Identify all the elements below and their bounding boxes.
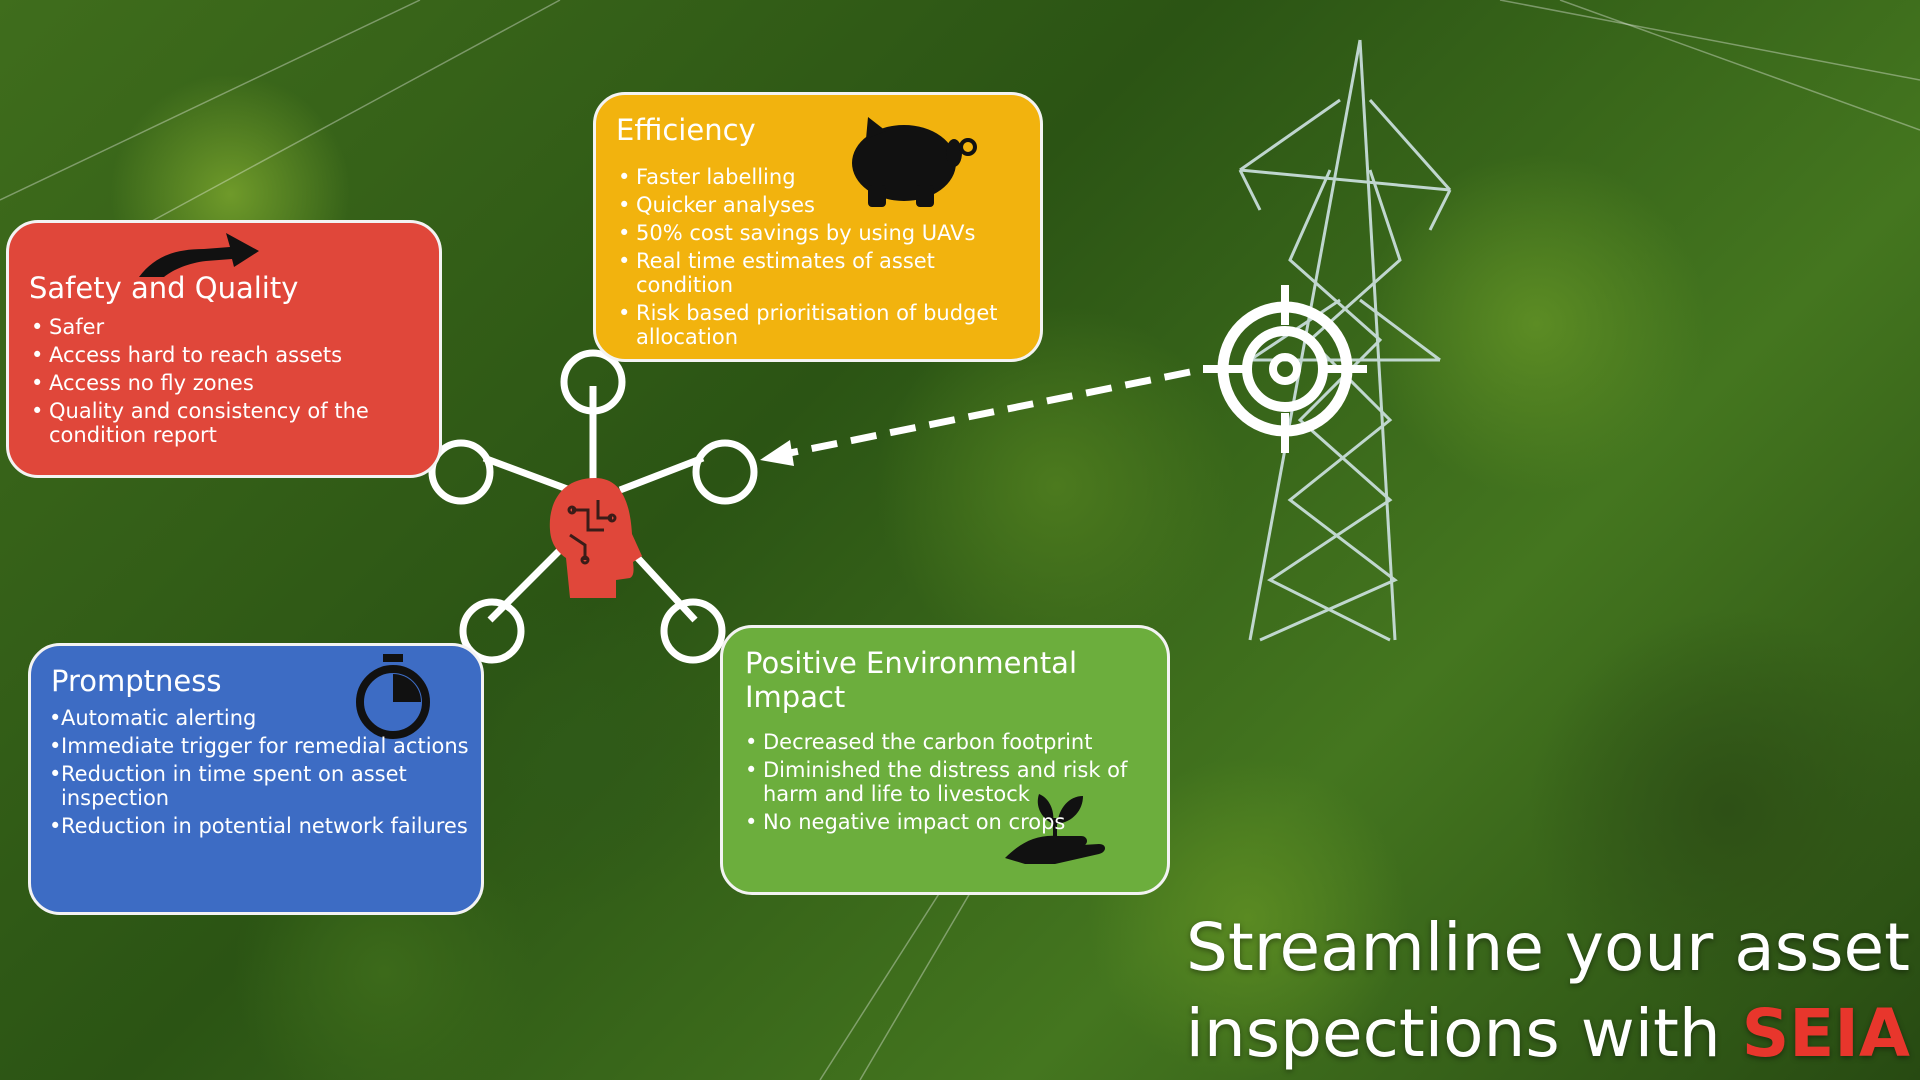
card-title: Promptness: [51, 664, 222, 698]
list-item: Diminished the distress and risk of harm…: [745, 758, 1155, 806]
card-list: Safer Access hard to reach assets Access…: [31, 311, 431, 447]
hand-icon: [139, 233, 259, 277]
list-item: No negative impact on crops: [745, 810, 1155, 834]
card-title: Safety and Quality: [29, 271, 299, 305]
node-circle: [428, 439, 494, 505]
list-item: Quality and consistency of the condition…: [31, 399, 431, 447]
node-circle: [692, 439, 758, 505]
card-list: Automatic alerting Immediate trigger for…: [49, 702, 479, 838]
list-item: Quicker analyses: [618, 193, 1028, 217]
list-item: Immediate trigger for remedial actions: [49, 734, 479, 758]
node-circle: [560, 349, 626, 415]
dashed-arrow: [760, 368, 1191, 466]
card-list: Faster labelling Quicker analyses 50% co…: [618, 161, 1028, 349]
tagline-text: inspections with: [1185, 995, 1721, 1072]
card-title: Positive Environmental Impact: [745, 646, 1078, 714]
node-circle: [660, 598, 726, 664]
promptness-card: Promptness Automatic alerting Immediate …: [28, 643, 484, 915]
list-item: Automatic alerting: [49, 706, 479, 730]
ai-head-icon: [549, 478, 642, 598]
network-hub: [428, 349, 758, 664]
list-item: Safer: [31, 315, 431, 339]
list-item: Real time estimates of asset condition: [618, 249, 1028, 297]
list-item: Reduction in time spent on asset inspect…: [49, 762, 479, 810]
crosshair-target-icon: [1203, 285, 1367, 453]
safety-quality-card: Safety and Quality Safer Access hard to …: [6, 220, 442, 478]
card-title: Efficiency: [616, 113, 756, 147]
node-circle: [459, 598, 525, 664]
list-item: Decreased the carbon footprint: [745, 730, 1155, 754]
power-pylon: [1238, 39, 1452, 642]
list-item: Access no fly zones: [31, 371, 431, 395]
list-item: Risk based prioritisation of budget allo…: [618, 301, 1028, 349]
list-item: Reduction in potential network failures: [49, 814, 479, 838]
card-list: Decreased the carbon footprint Diminishe…: [745, 726, 1155, 834]
list-item: 50% cost savings by using UAVs: [618, 221, 1028, 245]
tagline-line-1: Streamline your asset: [1186, 909, 1910, 986]
brand-name: SEIA: [1741, 995, 1910, 1072]
tagline: Streamline your asset inspections with S…: [1186, 905, 1910, 1077]
efficiency-card: Efficiency Faster labelling Quicker anal…: [593, 92, 1043, 362]
list-item: Faster labelling: [618, 165, 1028, 189]
tagline-line-2: inspections with SEIA: [1186, 991, 1910, 1077]
environment-card: Positive Environmental Impact Decreased …: [720, 625, 1170, 895]
list-item: Access hard to reach assets: [31, 343, 431, 367]
